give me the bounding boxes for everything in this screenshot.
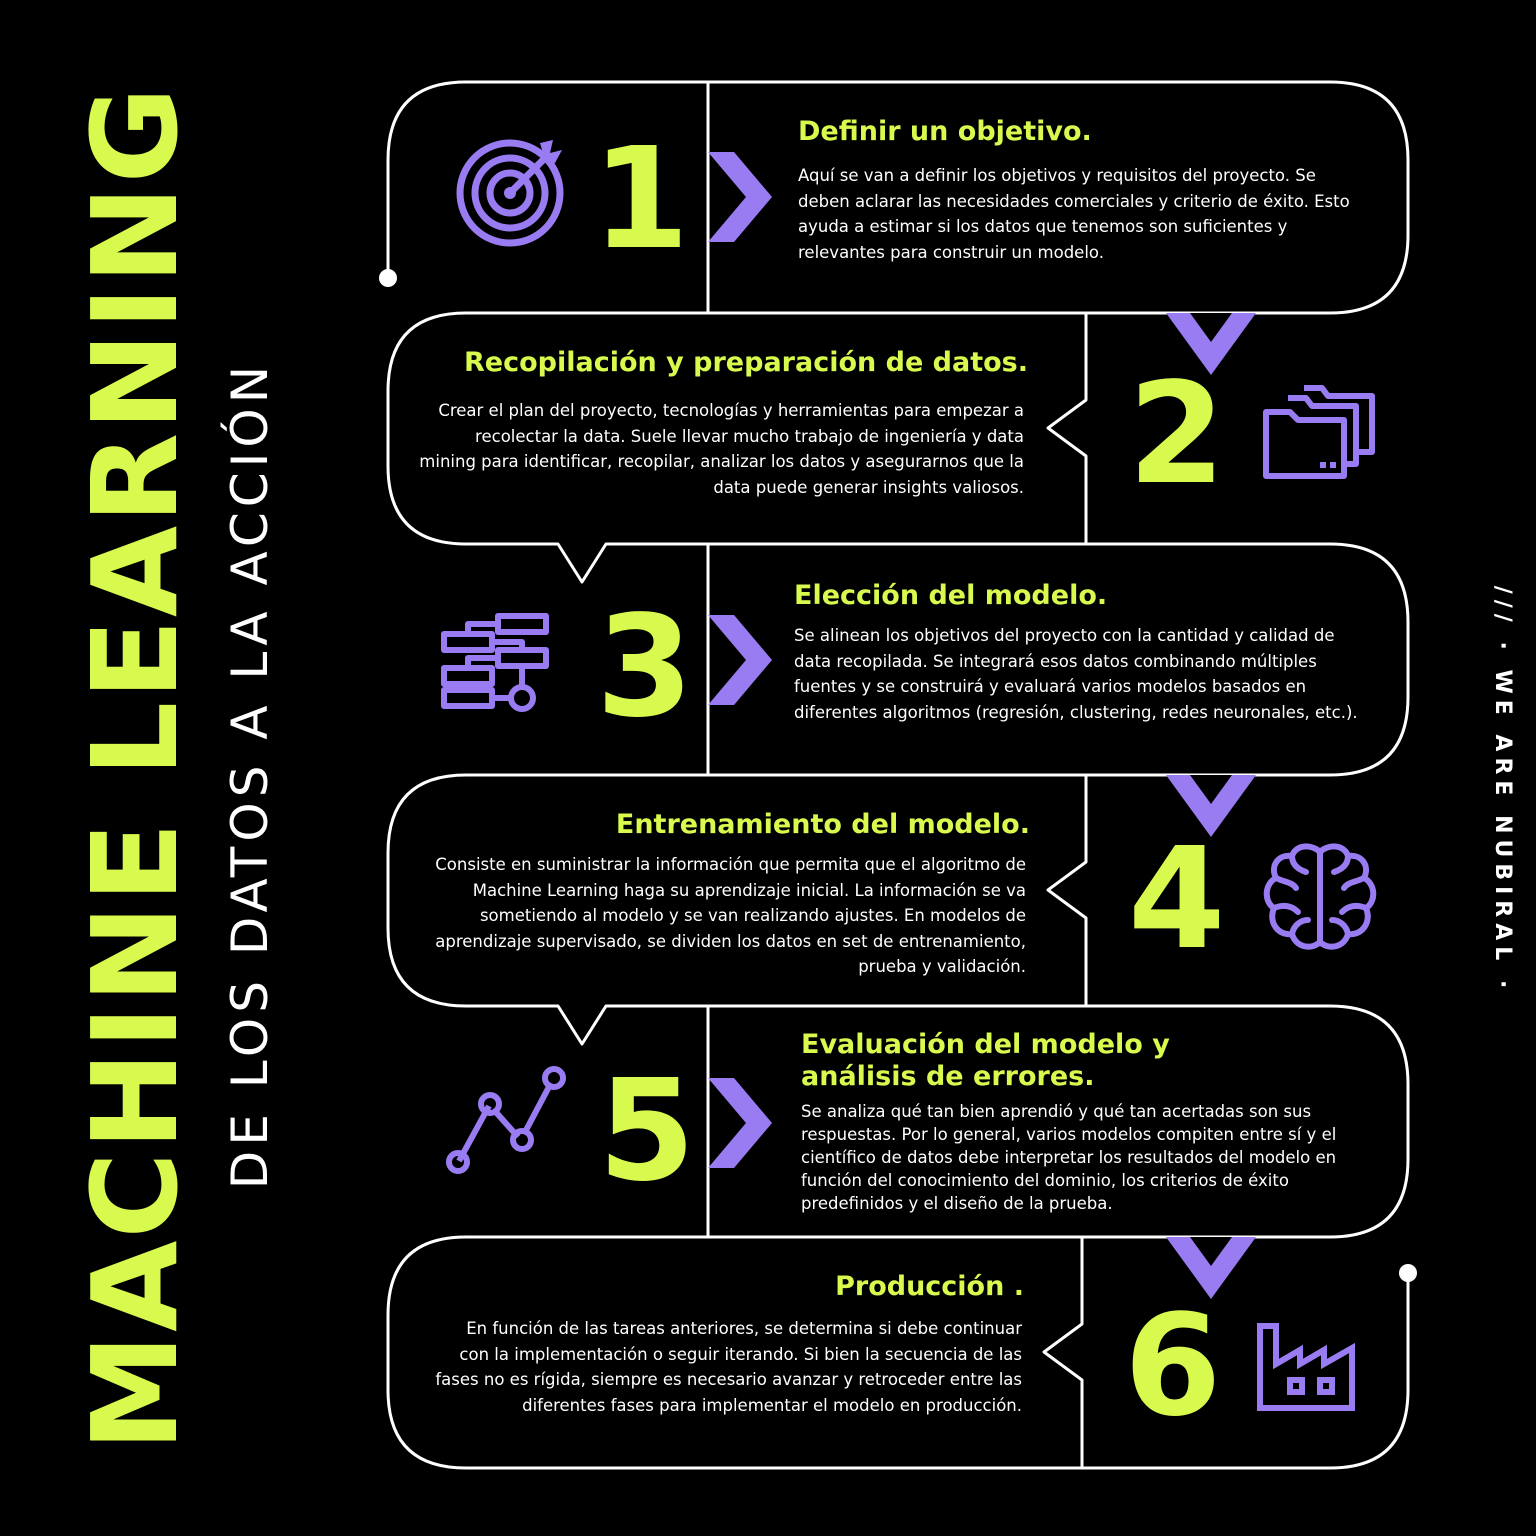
brand-label: /// · WE ARE NUBIRAL · (1490, 585, 1515, 995)
step-3-description: Se alinean los objetivos del proyecto co… (794, 626, 1358, 722)
main-subtitle: DE LOS DATOS A LA ACCIÓN (221, 360, 279, 1190)
start-dot (379, 269, 397, 287)
step-5-title: Evaluación del modelo y análisis de erro… (801, 1029, 1170, 1092)
step-2-number: 2 (1128, 353, 1226, 516)
step-3-number: 3 (596, 586, 694, 749)
flowchart-icon (441, 613, 549, 712)
factory-icon (1257, 1323, 1355, 1411)
target-icon (456, 139, 564, 247)
line-graph-icon (446, 1066, 566, 1174)
step-4-box (386, 773, 1086, 1046)
step-6-description: En función de las tareas anteriores, se … (435, 1319, 1022, 1415)
step-2-title: Recopilación y preparación de datos. (464, 347, 1028, 378)
chevron-down-icon (1166, 313, 1256, 375)
step-6-box (386, 1235, 1410, 1470)
step-3-title: Elección del modelo. (794, 580, 1108, 611)
step-4-number: 4 (1128, 818, 1226, 981)
step-5-description: Se analiza qué tan bien aprendió y qué t… (801, 1102, 1337, 1213)
folders-icon (1263, 385, 1375, 479)
step-4-divider (1046, 775, 1088, 1006)
step-1-box (386, 80, 1410, 315)
step-2-divider (1046, 313, 1088, 544)
step-4-description: Consiste en suministrar la información q… (435, 855, 1026, 976)
step-5-number: 5 (598, 1050, 696, 1213)
step-4-title: Entrenamiento del modelo. (615, 809, 1030, 840)
step-2-description: Crear el plan del proyecto, tecnologías … (419, 401, 1024, 497)
chevron-down-icon (1166, 775, 1256, 837)
chevron-right-icon (708, 615, 772, 705)
main-title: MACHINE LEARNING (66, 84, 204, 1452)
step-6-title: Producción . (835, 1271, 1024, 1302)
end-dot (1399, 1264, 1417, 1282)
step-1-description: Aquí se van a definir los objetivos y re… (798, 166, 1350, 262)
chevron-down-icon (1166, 1237, 1256, 1299)
step-6-number: 6 (1124, 1285, 1222, 1448)
chevron-right-icon (708, 152, 772, 242)
step-1-number: 1 (592, 118, 690, 281)
step-2-box (386, 311, 1086, 584)
step-3-box (708, 542, 1410, 777)
step-1-title: Definir un objetivo. (798, 116, 1092, 147)
chevron-right-icon (708, 1078, 772, 1168)
brain-icon (1263, 843, 1377, 950)
step-6-divider (1042, 1237, 1084, 1468)
step-5-box (708, 1004, 1410, 1239)
